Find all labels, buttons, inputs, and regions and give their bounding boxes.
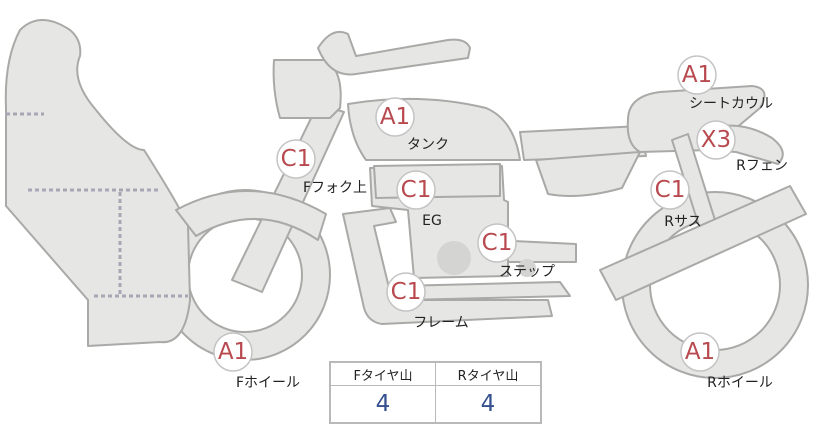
engine-annotation: C1 EG <box>396 170 442 229</box>
front-wheel-annotation: A1 Fホイール <box>213 332 300 391</box>
frame <box>342 207 553 325</box>
front-tire-value: 4 <box>329 385 436 424</box>
grade-text: A1 <box>685 339 715 365</box>
grade-circle <box>680 332 720 372</box>
seat-cowl-annotation: A1 シートカウル <box>677 55 773 112</box>
part-label: Rサス <box>664 214 701 230</box>
rear-tire-header: Rタイヤ山 <box>435 361 542 386</box>
rear-wheel-annotation: A1 Rホイール <box>680 332 773 391</box>
front-tire-header: Fタイヤ山 <box>329 361 436 386</box>
side-cover <box>535 151 641 197</box>
part-label: シートカウル <box>689 96 773 112</box>
headlight <box>272 59 342 119</box>
front-fairing <box>4 19 191 347</box>
rear-frame-rail <box>519 125 647 161</box>
grade-circle <box>696 120 736 160</box>
grade-text: C1 <box>391 279 422 305</box>
fairing-seam <box>6 112 188 298</box>
tire-table-value-row: 4 4 <box>329 385 542 424</box>
part-label: フレーム <box>413 315 469 331</box>
part-label: ステップ <box>499 264 555 280</box>
grade-text: A1 <box>380 104 410 130</box>
grade-text: A1 <box>218 339 248 365</box>
grade-circle <box>677 55 717 95</box>
grade-text: A1 <box>682 62 712 88</box>
tire-table-header-row: Fタイヤ山 Rタイヤ山 <box>329 361 542 386</box>
seat-cowl <box>626 85 766 153</box>
grade-text: C1 <box>401 177 432 203</box>
grade-circle <box>477 223 517 263</box>
swingarm <box>599 185 807 301</box>
rear-tire-value: 4 <box>435 385 542 424</box>
rear-fender-annotation: X3 Rフェン <box>696 120 788 174</box>
grade-text: C1 <box>482 230 513 256</box>
part-label: Rフェン <box>736 158 788 174</box>
grade-circle <box>386 272 426 312</box>
grade-text: C1 <box>655 177 686 203</box>
grade-text: C1 <box>281 146 312 172</box>
step-annotation: C1 ステップ <box>477 223 555 280</box>
rear-suspension-annotation: C1 Rサス <box>650 170 702 230</box>
grade-circle <box>375 97 415 137</box>
tire-tread-table: Fタイヤ山 Rタイヤ山 4 4 <box>329 361 542 424</box>
engine-case-shade-small <box>518 259 536 277</box>
front-fender <box>175 189 327 241</box>
part-label: Fホイール <box>236 375 300 391</box>
grade-circle <box>213 332 253 372</box>
grade-circle <box>396 170 436 210</box>
frame-annotation: C1 フレーム <box>386 272 469 331</box>
part-label: Rホイール <box>707 375 773 391</box>
grade-text: X3 <box>701 127 731 153</box>
front-fork-upper-annotation: C1 Fフォク上 <box>276 139 367 196</box>
grade-circle <box>276 139 316 179</box>
handlebar <box>317 30 471 76</box>
part-label: EG <box>422 213 442 229</box>
engine-case-shade <box>437 241 471 275</box>
tank-annotation: A1 タンク <box>375 97 449 153</box>
part-label: Fフォク上 <box>303 180 367 196</box>
part-label: タンク <box>407 137 449 153</box>
engine-cover <box>373 163 501 199</box>
grade-circle <box>650 170 690 210</box>
